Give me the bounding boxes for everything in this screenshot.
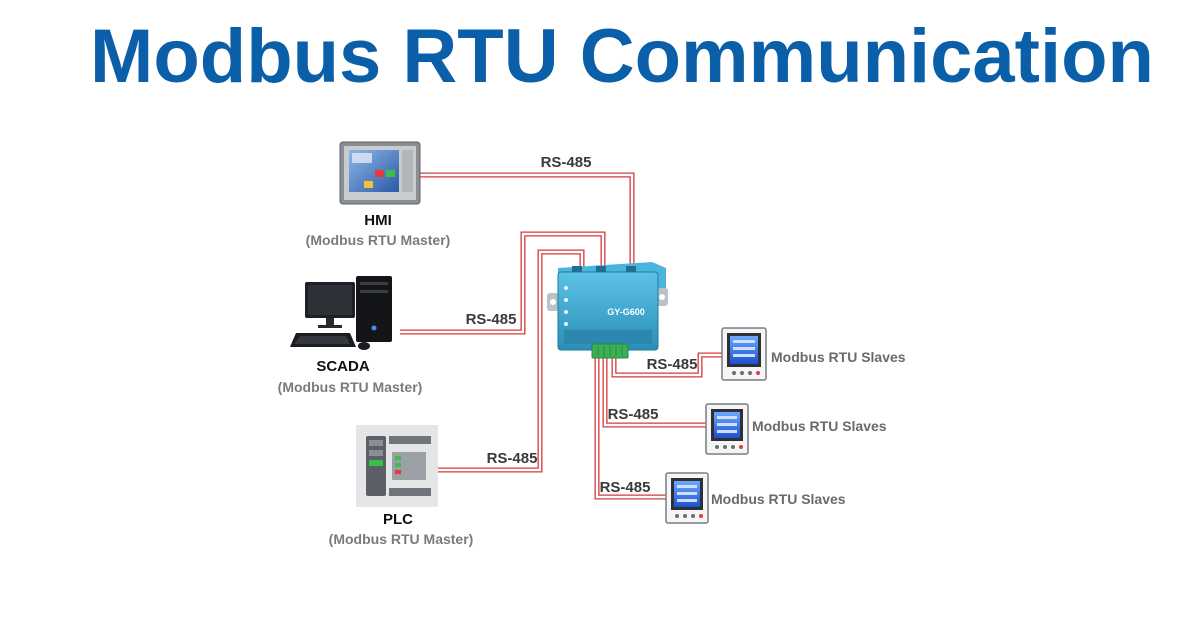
slave-3-label: Modbus RTU Slaves — [711, 491, 846, 507]
gateway-brand: GY-G600 — [607, 307, 645, 317]
hmi-name: HMI — [364, 212, 392, 229]
plc-module-icon — [356, 425, 438, 507]
cable-scada — [400, 231, 606, 335]
scada-name: SCADA — [316, 358, 370, 375]
cable-hmi — [418, 172, 635, 272]
power-meter-icon — [665, 472, 709, 524]
wire-label-hmi: RS-485 — [541, 154, 592, 171]
serial-gateway-icon — [547, 262, 668, 359]
hmi-panel-icon — [339, 141, 421, 205]
scada-workstation-icon — [290, 276, 392, 350]
scada-role: (Modbus RTU Master) — [278, 379, 423, 395]
page-title: Modbus RTU Communication — [90, 14, 1154, 99]
plc-role: (Modbus RTU Master) — [329, 531, 474, 547]
hmi-role: (Modbus RTU Master) — [306, 232, 451, 248]
power-meter-icon — [705, 403, 749, 455]
plc-name: PLC — [383, 511, 413, 528]
slave-1-label: Modbus RTU Slaves — [771, 349, 906, 365]
power-meter-icon — [721, 327, 767, 381]
cable-slave-1 — [611, 352, 722, 378]
wire-label-slave-1: RS-485 — [647, 356, 698, 373]
cable-slave-3 — [594, 358, 666, 500]
slave-2-label: Modbus RTU Slaves — [752, 418, 887, 434]
wire-label-slave-3: RS-485 — [600, 479, 651, 496]
wire-label-slave-2: RS-485 — [608, 406, 659, 423]
cable-plc — [438, 249, 585, 473]
cable-slave-2 — [602, 358, 706, 428]
wire-label-plc: RS-485 — [487, 450, 538, 467]
wire-label-scada: RS-485 — [466, 311, 517, 328]
